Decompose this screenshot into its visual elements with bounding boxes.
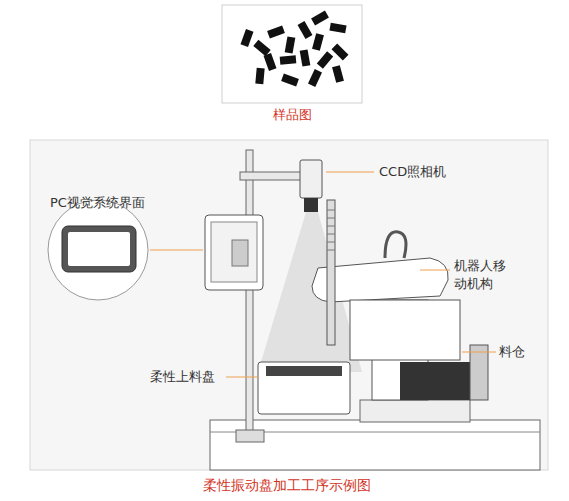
flexible-feeder <box>258 362 350 414</box>
part <box>329 23 346 34</box>
part-label: 柔性上料盘 <box>150 368 226 386</box>
illustration-frame <box>30 140 548 470</box>
inset-circle <box>48 200 148 300</box>
part <box>311 11 329 26</box>
leader-line <box>420 270 450 271</box>
part-label: 机器人移动机构 <box>454 257 512 292</box>
part <box>281 74 299 87</box>
pole-base <box>236 430 264 442</box>
bin-side <box>470 345 488 400</box>
tablet-screen <box>68 232 130 266</box>
bin-base <box>400 362 475 400</box>
figure-caption: 柔性振动盘加工工序示例图 <box>2 476 569 495</box>
part <box>264 53 277 71</box>
part <box>332 44 349 61</box>
sample-frame <box>222 5 362 103</box>
part <box>241 29 254 47</box>
bin <box>350 300 460 360</box>
monitor <box>205 215 263 290</box>
leader-line <box>462 352 496 353</box>
table <box>210 420 540 470</box>
sample-parts <box>241 11 349 87</box>
part <box>300 49 311 66</box>
sample-caption: 样品图 <box>262 106 322 124</box>
part <box>255 68 264 85</box>
leader-line <box>326 172 374 173</box>
robot-cable <box>385 232 406 258</box>
part-label: 料仓 <box>499 343 539 361</box>
part <box>267 26 285 39</box>
robot-base-plate <box>360 400 470 422</box>
robot-shaft <box>327 200 335 345</box>
leader-line <box>150 250 203 251</box>
monitor-screen <box>211 222 257 282</box>
monitor-mount <box>232 240 248 266</box>
part <box>253 40 270 56</box>
ccd-camera <box>300 160 322 198</box>
part-label: PC视觉系统界面 <box>50 194 180 212</box>
part <box>280 55 297 64</box>
shaft-thread <box>327 210 335 250</box>
leader-line <box>226 377 258 378</box>
part-label: CCD照相机 <box>379 163 489 181</box>
part <box>312 33 324 51</box>
part <box>308 69 322 87</box>
part <box>285 36 296 53</box>
part <box>298 21 313 39</box>
tablet <box>62 226 136 272</box>
camera-lens <box>304 198 318 212</box>
part <box>332 65 344 83</box>
pole <box>246 150 253 440</box>
feeder-top <box>266 366 342 376</box>
part <box>317 51 333 68</box>
